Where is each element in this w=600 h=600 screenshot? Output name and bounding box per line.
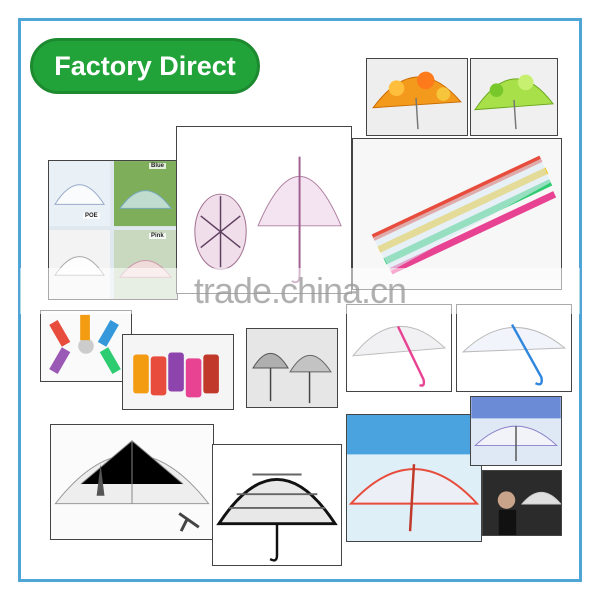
- photo-newspaper-dome-umbrella: [212, 444, 342, 566]
- photo-orange-leaf-umbrella: [366, 58, 468, 136]
- factory-direct-banner: Factory Direct: [30, 38, 260, 94]
- umbrella-icon: [216, 477, 338, 526]
- photo-clear-umbrella-pink-handle: [346, 304, 452, 392]
- photo-folded-umbrellas-white: [40, 310, 132, 382]
- photo-eiffel-print-umbrella: [50, 424, 214, 540]
- photo-person-with-umbrella: [482, 470, 562, 536]
- tag-poe: POE: [83, 213, 100, 219]
- photo-colorful-handle-umbrellas: [352, 138, 562, 290]
- tag-blue: Blue: [149, 163, 167, 169]
- watermark-band: [20, 268, 580, 314]
- banner-label: Factory Direct: [54, 50, 236, 81]
- photo-clear-umbrella-display: [246, 328, 338, 408]
- photo-red-trim-umbrella: [346, 414, 482, 542]
- photo-clear-umbrella-blue-handle: [456, 304, 572, 392]
- watermark-text: trade.china.cn: [193, 270, 407, 311]
- tag-pink: Pink: [149, 233, 166, 239]
- photo-pink-dome-umbrella: [176, 126, 352, 294]
- photo-folded-umbrellas-color: [122, 334, 234, 410]
- umbrella-icon: [474, 78, 554, 111]
- photo-green-leaf-umbrella: [470, 58, 558, 136]
- photo-folding-clear-umbrella: [470, 396, 562, 466]
